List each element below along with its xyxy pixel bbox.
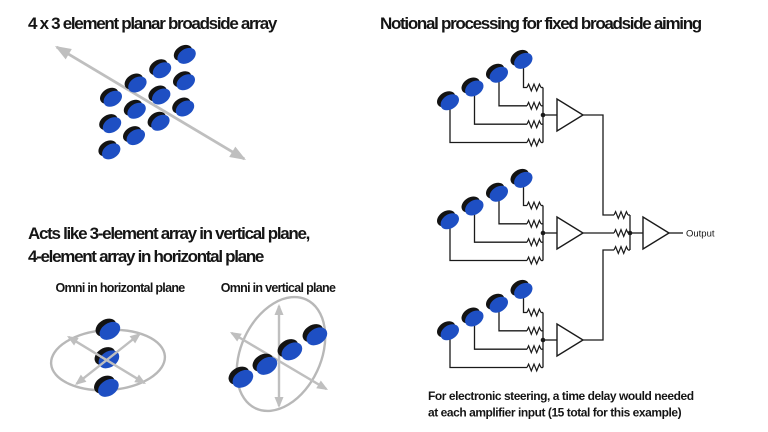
output-label: Output [686, 229, 715, 240]
wire [473, 91, 527, 125]
antenna-element-disc [485, 182, 509, 202]
acts-like-subtitle-line1: Acts like 3-element array in vertical pl… [28, 224, 310, 243]
broadside-axis-arrow [55, 45, 246, 161]
antenna-element-disc [302, 324, 328, 346]
processing-circuit [436, 49, 683, 373]
arrowhead [274, 397, 284, 408]
acts-like-subtitle-line2: 4-element array in horizontal plane [28, 247, 264, 266]
antenna-element-disc [510, 168, 533, 188]
antenna-element-disc [173, 44, 196, 64]
amplifier-icon [642, 215, 671, 251]
resistor-icon [613, 244, 629, 256]
subarray-group [436, 49, 585, 148]
omni-vertical-label: Omni in vertical plane [221, 281, 336, 295]
omni-horizontal-label: Omni in horizontal plane [55, 281, 185, 295]
planar-array-diagram [55, 44, 246, 161]
arrowhead [129, 333, 141, 344]
resistor-icon [526, 119, 542, 130]
wire [522, 183, 527, 207]
antenna-element-disc [485, 293, 509, 313]
arrowhead [274, 304, 284, 315]
arrowhead [230, 332, 242, 342]
antenna-element-disc [148, 85, 171, 105]
amplifier-icon [556, 322, 585, 358]
left-title: 4 x 3 element planar broadside array [28, 14, 278, 33]
arrowhead [134, 374, 146, 384]
wire [473, 210, 527, 243]
subarray-group [436, 279, 585, 373]
omni-v-arrow-vertical [274, 304, 284, 408]
wire [449, 335, 527, 369]
antenna-element-disc [149, 59, 172, 79]
combiner-stage [583, 114, 683, 341]
omni-v-arrow-diagonal [230, 331, 328, 391]
amplifier-icon [556, 215, 585, 251]
omni-h-arrow-2 [75, 333, 141, 385]
wire [449, 105, 527, 144]
resistor-icon [526, 362, 542, 373]
arrowhead [229, 146, 246, 160]
antenna-element-disc [485, 63, 509, 83]
resistor-icon [526, 307, 542, 318]
vertical-plane-ellipse [235, 295, 327, 413]
antenna-element-disc [99, 87, 123, 107]
antenna-element-disc [172, 97, 195, 117]
resistor-icon [526, 344, 542, 355]
antenna-element-disc [436, 210, 460, 230]
antenna-element-disc [123, 99, 146, 119]
antenna-element-disc [277, 339, 303, 361]
arrowhead [75, 374, 87, 385]
wire [473, 321, 527, 350]
resistor-icon [526, 255, 542, 266]
antenna-element-disc [94, 375, 119, 397]
antenna-element-disc [124, 73, 147, 93]
antenna-element-disc [510, 279, 533, 299]
resistor-icon [526, 200, 542, 211]
antenna-element-disc [172, 71, 196, 91]
wire [498, 307, 527, 332]
right-title: Notional processing for fixed broadside … [380, 14, 702, 33]
antenna-element-disc [461, 196, 484, 216]
wire [583, 114, 614, 216]
wire [522, 294, 527, 314]
omni-vertical-diagram [228, 295, 328, 413]
antenna-element-disc [147, 111, 170, 131]
antenna-element-disc [461, 307, 484, 327]
steering-caption-line2: at each amplifier input (15 total for th… [428, 406, 682, 420]
antenna-element-disc [228, 366, 254, 388]
antenna-element-disc [436, 91, 460, 111]
antenna-element-disc [99, 114, 122, 134]
antenna-element-disc [461, 77, 484, 97]
resistor-icon [526, 325, 542, 336]
left-panel: 4 x 3 element planar broadside array Act… [28, 14, 337, 413]
right-panel: Notional processing for fixed broadside … [380, 14, 715, 420]
wire [498, 77, 527, 107]
resistor-icon [526, 100, 542, 111]
resistor-icon [613, 209, 629, 221]
wire [449, 224, 527, 262]
wire [498, 196, 527, 225]
steering-caption-line1: For electronic steering, a time delay wo… [428, 389, 694, 403]
arrowhead [316, 380, 328, 390]
resistor-icon [613, 227, 629, 239]
antenna-element-disc [252, 353, 278, 375]
resistor-icon [526, 137, 542, 148]
resistor-icon [526, 82, 542, 93]
amplifier-icon [556, 97, 585, 133]
subarray-group [436, 168, 585, 266]
resistor-icon [526, 218, 542, 229]
wire [583, 249, 614, 341]
arrowhead [67, 336, 79, 346]
antenna-element-disc [436, 321, 460, 341]
antenna-element-disc [510, 49, 533, 69]
omni-horizontal-diagram [49, 318, 167, 397]
antenna-element-disc [122, 126, 146, 146]
antenna-element-disc [95, 318, 121, 340]
arrowhead [55, 46, 72, 60]
wire [522, 64, 527, 89]
antenna-element-disc [98, 140, 121, 160]
resistor-icon [526, 237, 542, 248]
